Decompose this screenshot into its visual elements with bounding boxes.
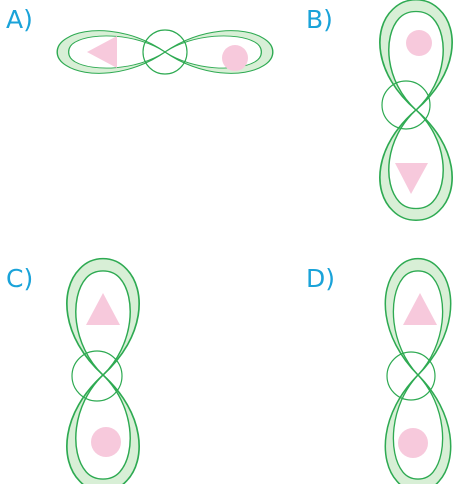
triangle-icon <box>87 36 117 68</box>
circle-icon <box>406 30 432 56</box>
option-a-label[interactable]: A) <box>6 5 33 34</box>
triangle-icon <box>86 293 120 325</box>
center-ring <box>386 351 436 401</box>
option-c-figure[interactable] <box>66 257 140 484</box>
triangle-icon <box>403 293 437 325</box>
center-ring <box>71 350 123 402</box>
triangle-icon <box>395 163 428 194</box>
circle-icon <box>91 427 121 457</box>
center-ring <box>142 29 188 75</box>
option-d-label[interactable]: D) <box>306 264 336 293</box>
center-ring <box>381 80 431 130</box>
option-c-label[interactable]: C) <box>6 264 34 293</box>
option-a-figure[interactable] <box>56 29 274 75</box>
option-b-label[interactable]: B) <box>306 5 333 34</box>
option-b-figure[interactable] <box>379 0 453 222</box>
circle-icon <box>398 428 428 458</box>
circle-icon <box>222 45 248 71</box>
option-d-figure[interactable] <box>384 257 452 484</box>
